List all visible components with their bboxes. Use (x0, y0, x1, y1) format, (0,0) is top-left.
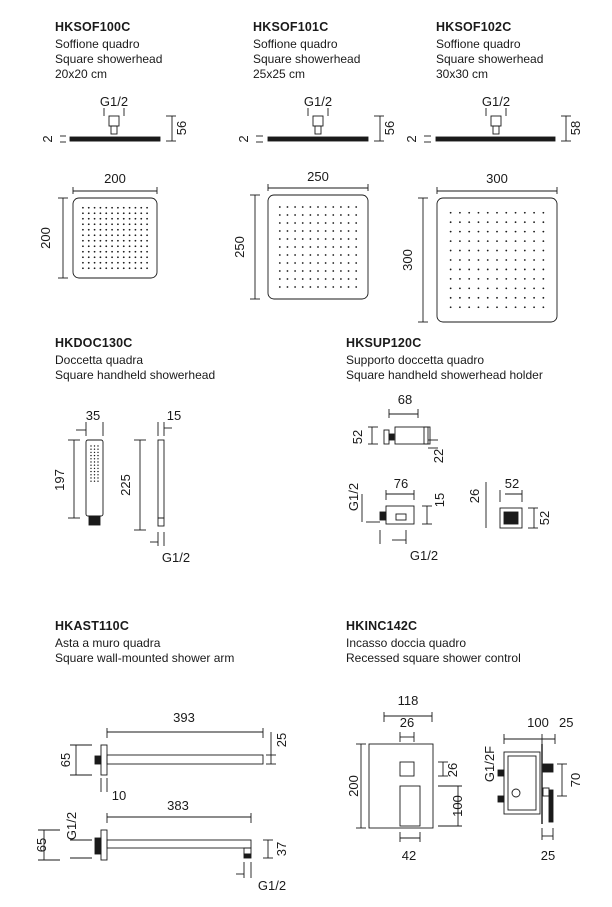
dim-side-height: 225 (118, 474, 133, 496)
dim-width: 35 (86, 408, 100, 423)
product-code: HKSOF100C (55, 20, 131, 34)
dim-arm-length: 393 (173, 710, 195, 725)
product-code: HKINC142C (346, 619, 418, 633)
dim-width: 300 (486, 171, 508, 186)
dim-height: 197 (52, 469, 67, 491)
product-name-it: Asta a muro quadra (55, 636, 161, 650)
product-size: 25x25 cm (253, 67, 306, 81)
product-code: HKDOC130C (55, 336, 133, 350)
showerhead-side-view-3 (424, 108, 571, 143)
dim-arm-offset: 10 (112, 788, 126, 803)
dim-top-height: 52 (350, 430, 365, 444)
product-hkast110c: HKAST110C Asta a muro quadra Square wall… (55, 619, 234, 666)
product-name-en: Recessed square shower control (346, 651, 521, 665)
dim-thread: G1/2 (304, 94, 332, 109)
product-name-en: Square handheld showerhead (55, 368, 216, 382)
product-hksof101c: HKSOF101C Soffione quadro Square showerh… (253, 20, 360, 82)
dim-knob-height: 26 (445, 763, 460, 777)
dim-mid-width: 76 (394, 476, 408, 491)
showerhead-side-view-2 (256, 108, 384, 143)
dim-mid-thread: G1/2 (346, 483, 361, 511)
dim-top-depth: 22 (431, 449, 446, 463)
showerhead-front-view-1 (58, 187, 158, 279)
dim-thickness: 2 (236, 135, 251, 142)
dim-thickness: 2 (404, 135, 419, 142)
product-code: HKSOF102C (436, 20, 512, 34)
dim-thread: G1/2 (482, 94, 510, 109)
dim-side-bottom: 25 (541, 848, 555, 863)
product-code: HKSUP120C (346, 336, 422, 350)
dim-arm-depth: 25 (274, 733, 289, 747)
product-name-en: Square handheld showerhead holder (346, 368, 543, 382)
dim-thread: G1/2 (162, 550, 190, 565)
dim-depth: 300 (400, 249, 415, 271)
dim-plate: 100 (450, 795, 465, 817)
dim-side-top2: 25 (559, 715, 573, 730)
product-name-it: Incasso doccia quadro (346, 636, 467, 650)
dim-bottom-thread: G1/2 (410, 548, 438, 563)
dim-side-width: 15 (167, 408, 181, 423)
product-name-it: Soffione quadro (55, 37, 140, 51)
dim-width: 200 (104, 171, 126, 186)
dim-side-height: 70 (568, 773, 583, 787)
control-front-view (356, 712, 462, 842)
product-name-en: Square wall-mounted shower arm (55, 651, 235, 665)
product-size: 30x30 cm (436, 67, 489, 81)
dim-height: 56 (382, 121, 397, 135)
product-hkinc142c: HKINC142C Incasso doccia quadro Recessed… (346, 619, 521, 666)
dim-drop-thread: G1/2 (64, 812, 79, 840)
dim-side-thread: G1/2F (482, 746, 497, 782)
handheld-front-view (68, 422, 104, 526)
dim-drop-thread-bottom: G1/2 (258, 878, 286, 893)
dim-width: 250 (307, 169, 329, 184)
product-name-en: Square showerhead (55, 52, 163, 66)
product-name-en: Square showerhead (253, 52, 361, 66)
dim-front-height: 200 (346, 775, 361, 797)
dim-front-width: 118 (398, 693, 419, 708)
dim-height: 58 (568, 121, 583, 135)
dim-depth: 250 (232, 236, 247, 258)
dim-side-width: 52 (505, 476, 519, 491)
dim-height: 56 (174, 121, 189, 135)
holder-front-view (361, 490, 432, 544)
dim-mid-depth: 15 (432, 493, 447, 507)
product-code: HKSOF101C (253, 20, 329, 34)
dim-arm-height: 65 (58, 753, 73, 767)
product-name-it: Supporto doccetta quadro (346, 353, 485, 367)
showerhead-front-view-2 (250, 184, 369, 300)
dim-side-depth: 26 (467, 489, 482, 503)
showerhead-side-view-1 (60, 108, 176, 143)
dim-thickness: 2 (40, 135, 55, 142)
product-name-it: Doccetta quadra (55, 353, 144, 367)
nozzle-dots (82, 206, 545, 482)
product-hksof102c: HKSOF102C Soffione quadro Square showerh… (436, 20, 543, 82)
product-hkdoc130c: HKDOC130C Doccetta quadra Square handhel… (55, 336, 215, 383)
product-hksup120c: HKSUP120C Supporto doccetta quadro Squar… (346, 336, 543, 383)
dim-top-width: 68 (398, 392, 412, 407)
dim-depth: 200 (38, 227, 53, 249)
holder-top-view (368, 409, 438, 449)
product-name-en: Square showerhead (436, 52, 544, 66)
dim-bottom: 42 (402, 848, 416, 863)
dim-knob: 26 (400, 715, 414, 730)
holder-side-view (485, 482, 538, 529)
control-side-view (497, 734, 567, 840)
product-hksof100c: HKSOF100C Soffione quadro Square showerh… (55, 20, 162, 82)
dim-drop-depth: 37 (274, 842, 289, 856)
handheld-side-view (134, 422, 172, 546)
dim-thread: G1/2 (100, 94, 128, 109)
product-name-it: Soffione quadro (436, 37, 521, 51)
showerhead-front-view-3 (418, 187, 558, 323)
product-code: HKAST110C (55, 619, 130, 633)
arm-drop-view (38, 813, 273, 878)
product-name-it: Soffione quadro (253, 37, 338, 51)
product-size: 20x20 cm (55, 67, 108, 81)
dim-drop-height: 65 (34, 838, 49, 852)
dim-side-height: 52 (537, 511, 552, 525)
dim-drop-length: 383 (167, 798, 189, 813)
dim-side-top: 100 (527, 715, 549, 730)
arm-straight-view (70, 728, 276, 792)
